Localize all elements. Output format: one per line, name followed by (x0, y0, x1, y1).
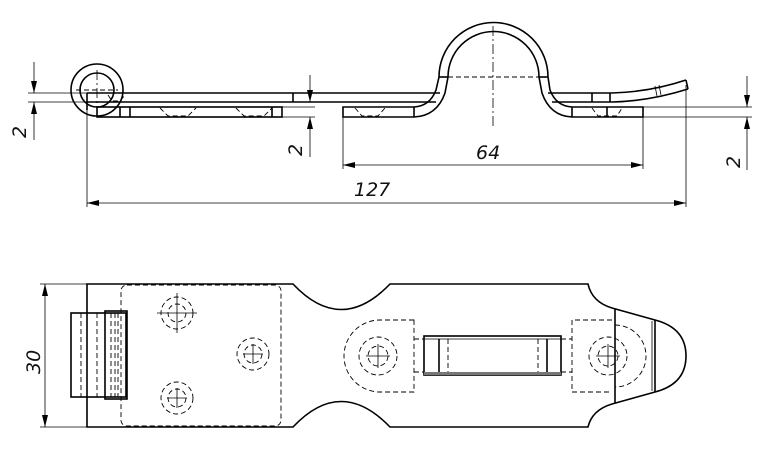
hinge-knuckle (70, 310, 128, 400)
plate-outline (86, 283, 687, 428)
side-view: 2 2 2 64 127 (9, 21, 752, 207)
countersunk-hole (157, 293, 197, 333)
hasp-plate-side (86, 79, 689, 110)
staple-plan (343, 319, 647, 393)
dimension-label: 2 (723, 156, 745, 168)
staple-side (342, 21, 644, 126)
dimension-middle-thickness: 2 (282, 75, 315, 157)
dimension-label: 2 (285, 144, 307, 156)
dimension-left-thickness: 2 (9, 62, 87, 140)
dimension-label: 64 (476, 142, 500, 164)
countersunk-hole (588, 336, 628, 376)
dimension-right-thickness: 2 (643, 76, 752, 170)
staple-foot-hidden (571, 319, 612, 393)
base-plate-side (96, 106, 283, 118)
countersunk-hole (160, 381, 194, 415)
countersunk-hole (236, 337, 270, 371)
dimension-bracket-length: 64 (342, 117, 644, 169)
hasp-slot (423, 335, 562, 376)
dimension-label: 2 (9, 126, 31, 138)
base-plate-hidden (120, 284, 282, 427)
slot-shading (424, 372, 561, 375)
plan-view: 30 (23, 283, 687, 428)
tab-bend-hidden (614, 324, 647, 388)
dimension-label: 30 (23, 350, 45, 374)
dimension-overall-length: 127 (86, 85, 687, 207)
countersunk-hole (358, 336, 398, 376)
dimension-label: 127 (354, 179, 390, 201)
staple-foot-hidden (343, 319, 415, 393)
dimension-width: 30 (23, 283, 87, 428)
